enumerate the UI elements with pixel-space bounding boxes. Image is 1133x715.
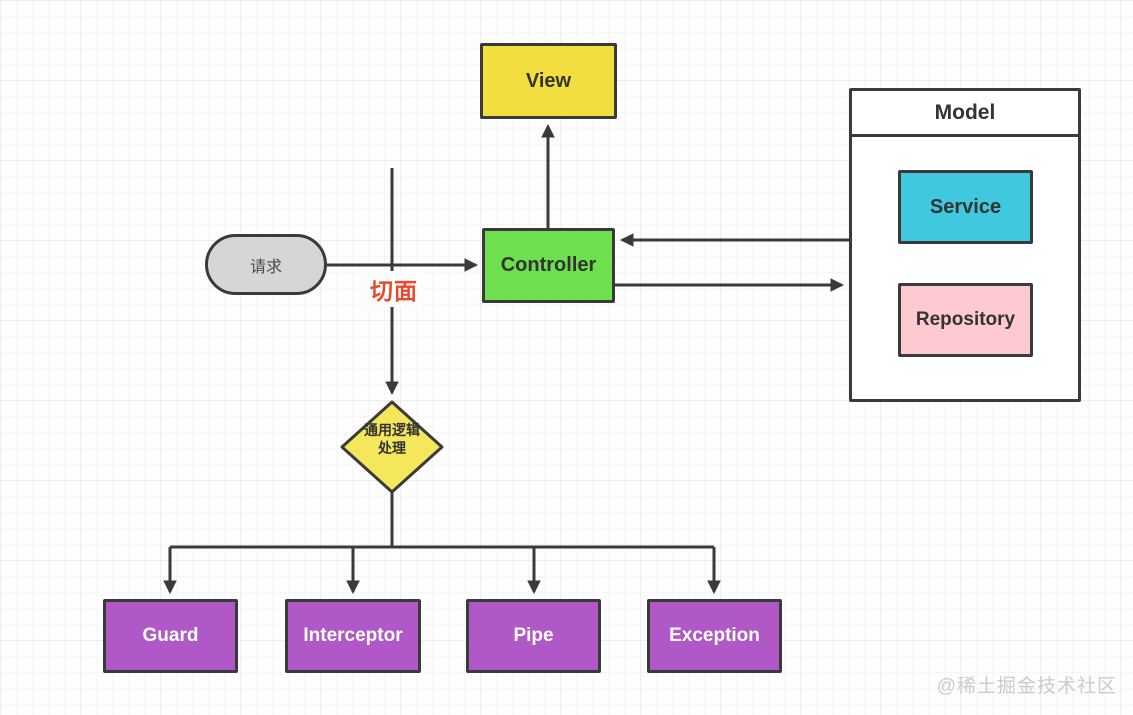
decision-diamond-shape	[340, 400, 444, 494]
node-view: View	[480, 43, 617, 119]
node-request: 请求	[205, 234, 327, 295]
node-repository-label: Repository	[915, 309, 1016, 330]
node-interceptor: Interceptor	[285, 599, 421, 673]
decision-label: 通用逻辑 处理	[342, 421, 442, 457]
node-service-label: Service	[929, 195, 1002, 218]
node-model-label: Model	[934, 100, 996, 124]
node-controller: Controller	[482, 228, 615, 303]
node-interceptor-label: Interceptor	[303, 625, 403, 646]
node-guard-label: Guard	[142, 625, 199, 646]
decision-label-line2: 处理	[378, 440, 406, 456]
node-controller-label: Controller	[500, 254, 597, 276]
node-guard: Guard	[103, 599, 238, 673]
node-pipe-label: Pipe	[513, 625, 554, 646]
node-exception: Exception	[647, 599, 782, 673]
model-header: Model	[852, 91, 1078, 137]
node-view-label: View	[525, 69, 572, 92]
node-service: Service	[898, 170, 1033, 244]
node-pipe: Pipe	[466, 599, 601, 673]
aspect-label: 切面	[366, 271, 422, 307]
node-exception-label: Exception	[669, 625, 760, 646]
node-repository: Repository	[898, 283, 1033, 357]
node-request-label: 请求	[249, 258, 282, 276]
decision-label-line1: 通用逻辑	[364, 422, 420, 438]
edge-branch-bar	[170, 492, 714, 549]
watermark: @稀土掘金技术社区	[936, 676, 1117, 697]
